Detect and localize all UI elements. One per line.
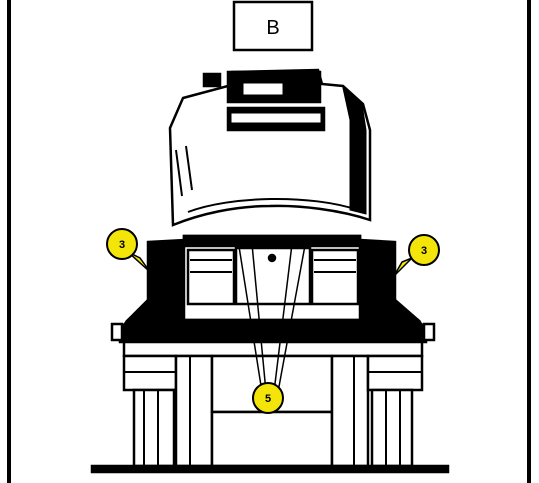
callout-left-label: 3 bbox=[119, 239, 125, 251]
gearbox-right-detail bbox=[314, 259, 356, 273]
gearbox-top-band bbox=[182, 234, 362, 248]
belt-line-outer-left bbox=[237, 239, 263, 393]
callout-right-pointer bbox=[393, 257, 413, 277]
mount-assembly bbox=[124, 234, 422, 322]
callout-left-bubble bbox=[106, 228, 138, 260]
deck-lower-band bbox=[122, 340, 424, 358]
panel-label-box bbox=[232, 0, 314, 52]
gearbox-left-detail bbox=[190, 259, 232, 273]
callout-right-bubble bbox=[408, 234, 440, 266]
inner-left-column bbox=[174, 354, 214, 468]
center-lower-block bbox=[210, 410, 334, 468]
deck-left-lug bbox=[110, 322, 124, 342]
callout-bottom-label: 5 bbox=[265, 393, 271, 405]
deck-top bbox=[118, 318, 428, 344]
panel-label: B bbox=[232, 0, 314, 52]
engine-top-module bbox=[226, 70, 322, 104]
ground-line bbox=[90, 464, 450, 474]
gearbox-center-bolt bbox=[267, 253, 277, 263]
gearbox-center-shaft bbox=[234, 246, 312, 306]
gearbox-right-housing bbox=[310, 248, 360, 306]
engine-block bbox=[168, 68, 372, 227]
base-frame bbox=[90, 354, 450, 474]
belt-line-inner-left bbox=[251, 243, 267, 393]
left-leg bbox=[132, 388, 176, 468]
engine-body-outline bbox=[168, 68, 372, 227]
left-mount-shoulder bbox=[124, 238, 188, 322]
left-leg-lines bbox=[143, 390, 159, 466]
belt-line-inner-right bbox=[273, 243, 293, 393]
deck bbox=[110, 318, 436, 358]
engine-bottom-curve bbox=[187, 198, 359, 213]
engine-right-shade bbox=[342, 86, 367, 215]
engine-left-ribs bbox=[175, 145, 193, 197]
belt-lines bbox=[237, 239, 307, 393]
deck-right-lug bbox=[422, 322, 436, 342]
callout-left-pointer bbox=[127, 251, 151, 273]
callout-right-label: 3 bbox=[421, 245, 427, 257]
callout-bottom: 5 bbox=[252, 382, 284, 414]
engine-nameplate-inner bbox=[231, 113, 321, 123]
figure-frame bbox=[7, 0, 531, 483]
callout-bottom-bubble bbox=[252, 382, 284, 414]
panel-label-text: B bbox=[266, 17, 279, 39]
callout-right: 3 bbox=[393, 234, 440, 277]
gearbox-left-housing bbox=[186, 248, 236, 306]
right-leg bbox=[370, 388, 414, 468]
belt-line-outer-right bbox=[277, 239, 307, 393]
engine-cap bbox=[202, 72, 222, 88]
callout-left: 3 bbox=[106, 228, 151, 273]
engine-top-window bbox=[243, 83, 283, 95]
inner-right-column bbox=[330, 354, 370, 468]
right-leg-lines bbox=[385, 390, 401, 466]
